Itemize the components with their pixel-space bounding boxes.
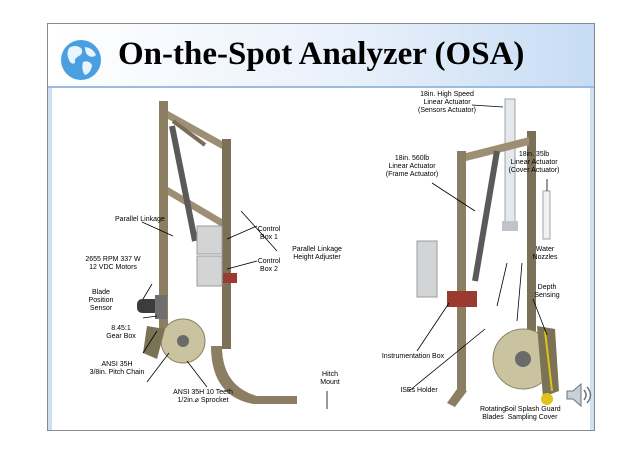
right-edge-band <box>590 88 594 430</box>
left-mid-link <box>168 187 222 227</box>
leader-water-nozzle-1 <box>496 262 508 307</box>
leader-pitch-chain <box>146 352 170 383</box>
left-guard <box>143 326 165 359</box>
left-top-link <box>168 111 222 149</box>
label-control-box-1: Control Box 1 <box>257 226 281 241</box>
right-front-post <box>457 151 466 391</box>
speaker-icon[interactable] <box>563 379 595 411</box>
right-bracket <box>447 291 477 307</box>
left-front-post <box>222 139 231 349</box>
right-blade-hub <box>515 351 531 367</box>
label-depth-sensing: Depth Sensing <box>534 284 560 299</box>
leader-sprocket <box>186 360 208 388</box>
leader-lines <box>141 104 548 409</box>
left-rear-post <box>159 101 168 341</box>
cover-actuator <box>542 190 551 240</box>
left-edge-band <box>48 88 52 430</box>
right-foot <box>447 389 467 407</box>
sensors-actuator-base <box>502 221 518 231</box>
leader-frame-actuator <box>431 182 476 212</box>
label-gear-box: 8.45:1 Gear Box <box>106 325 136 340</box>
label-sprocket: ANSI 35H 10 Teeth 1/2in.⌀ Sprocket <box>173 389 233 404</box>
leader-height-adjuster <box>240 210 278 252</box>
left-actuator <box>169 125 198 242</box>
right-machine <box>416 98 559 407</box>
label-hitch-mount: Hitch Mount <box>320 371 340 386</box>
left-machine <box>137 101 297 404</box>
left-hitch-frame <box>211 346 297 404</box>
label-rotating-blades: Rotating Blades <box>479 406 507 421</box>
left-blade-hub <box>177 335 189 347</box>
label-control-box-2: Control Box 2 <box>257 258 281 273</box>
label-pitch-chain: ANSI 35H 3/8in. Pitch Chain <box>89 361 145 376</box>
leader-gear-box <box>142 330 158 354</box>
depth-sensing-wheel <box>541 393 553 405</box>
leader-parallel-linkage <box>141 221 174 237</box>
label-high-speed-actuator: 18in. High Speed Linear Actuator (Sensor… <box>418 91 476 114</box>
left-linkage-arm <box>171 119 207 147</box>
osa-rendering <box>137 98 559 409</box>
right-top-link <box>466 137 529 161</box>
leader-water-nozzle-2 <box>516 262 523 322</box>
image-panel: Parallel Linkage Control Box 1 Control B… <box>77 91 566 424</box>
label-motors: 2655 RPM 337 W 12 VDC Motors <box>85 256 141 271</box>
globe-icon <box>61 40 101 80</box>
leader-ises-holder <box>408 328 486 392</box>
control-box-2 <box>196 255 223 287</box>
label-ises-holder: ISEs Holder <box>400 387 438 394</box>
title-divider <box>48 86 594 88</box>
leader-motors <box>142 283 153 300</box>
leader-depth-sensing <box>532 298 548 336</box>
leader-blade-sensor <box>142 315 158 319</box>
title-band <box>48 24 594 88</box>
label-instrumentation-box: Instrumentation Box <box>381 353 445 360</box>
leader-high-speed-actuator <box>471 104 504 108</box>
label-blade-position-sensor: Blade Position Sensor <box>88 289 114 312</box>
leader-control-box-2 <box>226 260 258 270</box>
label-soil-splash-guard: Soil Splash Guard Sampling Cover <box>504 406 561 421</box>
label-parallel-linkage: Parallel Linkage <box>115 216 165 223</box>
label-frame-actuator: 18in. 560lb Linear Actuator (Frame Actua… <box>385 155 439 178</box>
right-rear-post <box>527 131 536 331</box>
label-water-nozzles: Water Nozzles <box>532 246 558 261</box>
label-cover-actuator: 18in. 35lb Linear Actuator (Cover Actuat… <box>508 151 560 174</box>
left-gearbox <box>155 295 167 319</box>
control-box-1 <box>196 225 223 255</box>
leader-instrumentation-box <box>416 302 450 352</box>
label-height-adjuster: Parallel Linkage Height Adjuster <box>292 246 342 261</box>
slide: On-the-Spot Analyzer (OSA) <box>47 23 595 431</box>
frame-actuator <box>472 150 500 282</box>
depth-sensing-arm <box>544 330 553 392</box>
leader-control-box-1 <box>226 225 258 240</box>
slide-title: On-the-Spot Analyzer (OSA) <box>118 36 525 72</box>
left-bracket <box>223 273 237 283</box>
instrumentation-box <box>416 240 438 298</box>
left-motors <box>137 299 159 313</box>
